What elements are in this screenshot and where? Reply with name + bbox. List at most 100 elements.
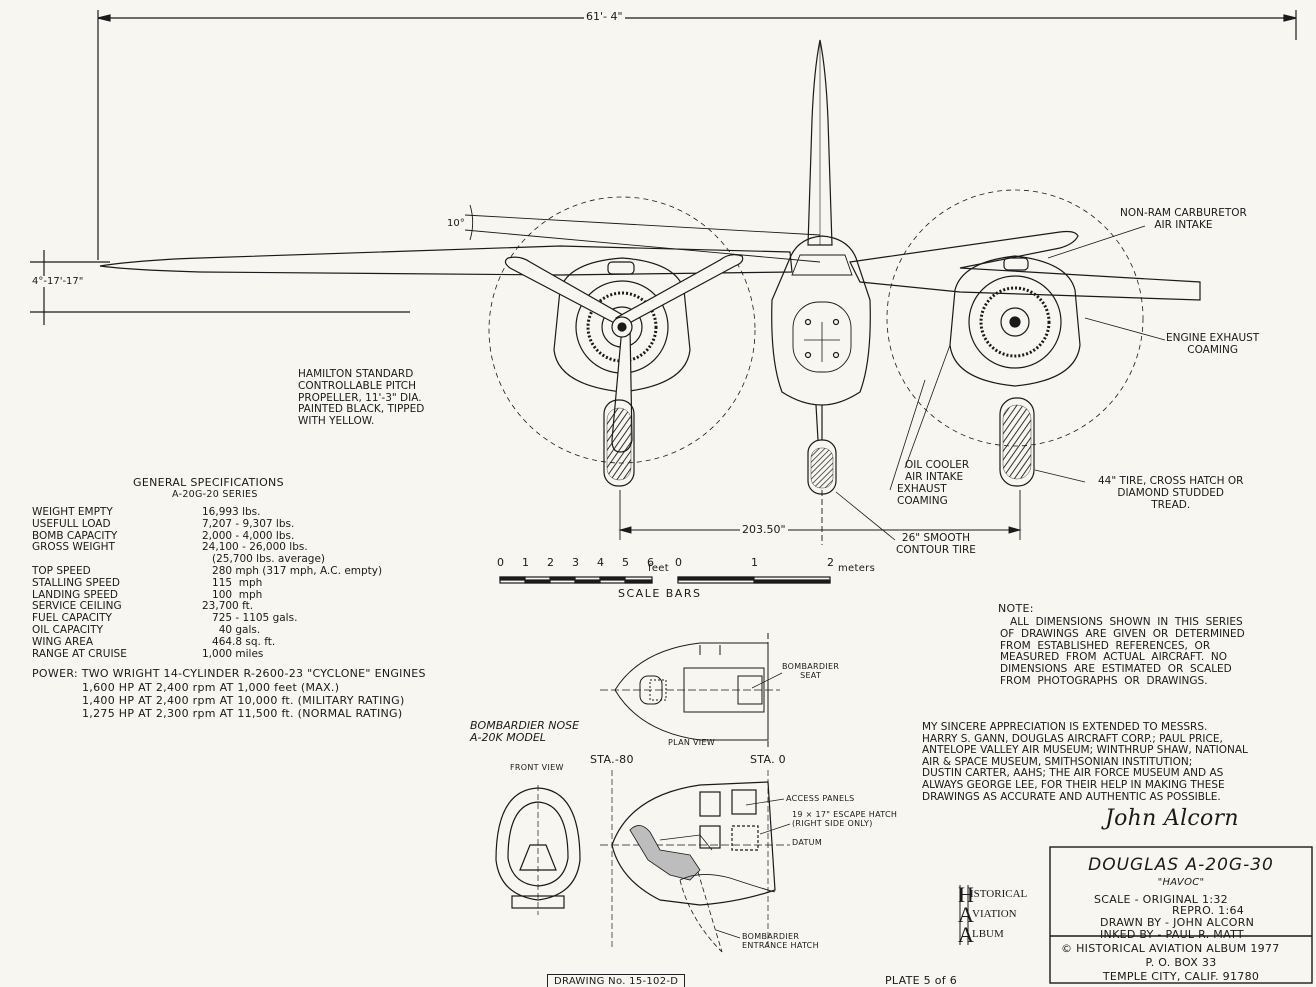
meter-unit-label: meters [838, 563, 876, 574]
spec-value: 16,993 lbs. [202, 506, 261, 518]
inked-by: INKED BY - PAUL R. MATT [1100, 928, 1244, 941]
spec-value: 100 mph [202, 588, 263, 601]
spec-value: (25,700 lbs. average) [202, 553, 325, 566]
access-panels-label: ACCESS PANELS [786, 794, 855, 803]
logo-frame [959, 885, 969, 945]
spec-row: (25,700 lbs. average) [32, 553, 325, 566]
feet-unit-label: feet [648, 563, 669, 574]
spec-label: RANGE AT CRUISE [32, 647, 127, 660]
spec-row: GROSS WEIGHT 24,100 - 26,000 lbs. [32, 542, 308, 554]
logo-line-3: LBUM [972, 928, 1004, 940]
spec-row: TOP SPEED 280 mph (317 mph, A.C. empty) [32, 565, 382, 578]
spec-label: TOP SPEED [32, 565, 91, 577]
fuselage [771, 235, 871, 406]
spec-value: 464.8 sq. ft. [202, 635, 276, 648]
signature: John Alcorn [1105, 806, 1239, 831]
spec-row: WING AREA 464.8 sq. ft. [32, 635, 276, 649]
feet-tick: 0 [497, 556, 505, 569]
logo-initial-a1: A [958, 902, 974, 927]
spec-label: USEFULL LOAD [32, 517, 111, 530]
spec-row: STALLING SPEED 115 mph [32, 576, 263, 590]
propeller-callout: HAMILTON STANDARD CONTROLLABLE PITCH PRO… [298, 368, 425, 428]
spec-value: 7,207 - 9,307 lbs. [202, 517, 295, 530]
escape-hatch-label: 19 × 17" ESCAPE HATCH (RIGHT SIDE ONLY) [792, 810, 898, 828]
nose-gear [807, 404, 837, 495]
spec-value: 2,000 - 4,000 lbs. [202, 529, 295, 542]
exhaust-coaming-right-callout: ENGINE EXHAUST COAMING [1166, 332, 1260, 356]
spec-label: LANDING SPEED [32, 588, 118, 601]
right-wing [849, 230, 1201, 301]
nose-leaders [715, 672, 791, 939]
carb-intake-callout: NON-RAM CARBURETOR AIR INTAKE [1120, 207, 1247, 231]
span-label: 61'- 4" [584, 10, 625, 23]
track-label: 203.50" [740, 523, 788, 536]
meter-tick: 2 [827, 556, 835, 569]
nose-title: BOMBARDIER NOSE A-20K MODEL [470, 719, 580, 744]
tire-26-callout: 26" SMOOTH CONTOUR TIRE [896, 532, 976, 556]
spec-value: 40 gals. [202, 624, 261, 636]
logo-initial-a2: A [958, 922, 974, 947]
left-engine [488, 196, 756, 487]
feet-tick: 1 [522, 556, 530, 569]
logo-line-2: VIATION [972, 908, 1017, 920]
sta-80-label: STA.-80 [590, 753, 634, 766]
logo-initial-h: H [958, 882, 974, 907]
oil-cooler-callout: OIL COOLER AIR INTAKE [905, 459, 970, 483]
meter-tick: 1 [751, 556, 759, 569]
power-line: 1,275 HP AT 2,300 rpm AT 11,500 ft. (NOR… [82, 707, 403, 720]
dihedral-label: 10° [445, 218, 467, 229]
po-box: P. O. BOX 33 [1145, 956, 1217, 969]
note-body: ALL DIMENSIONS SHOWN IN THIS SERIES OF D… [1000, 616, 1245, 687]
tire-44-callout: 44" TIRE, CROSS HATCH OR DIAMOND STUDDED… [1098, 475, 1244, 511]
scale-bars [499, 576, 831, 584]
spec-value: 24,100 - 26,000 lbs. [202, 541, 308, 554]
front-view-label: FRONT VIEW [510, 763, 564, 772]
power-line: 1,400 HP AT 2,400 rpm AT 10,000 ft. (MIL… [82, 694, 405, 707]
spec-value: 23,700 ft. [202, 600, 254, 613]
feet-tick: 4 [597, 556, 605, 569]
leader-lines [835, 225, 1166, 541]
power-line: 1,600 HP AT 2,400 rpm AT 1,000 feet (MAX… [82, 681, 340, 694]
spec-label: FUEL CAPACITY [32, 612, 112, 625]
nose-side-view [600, 770, 790, 953]
logo-line-1: ISTORICAL [970, 888, 1028, 900]
height-label: 4°-17'-17" [30, 276, 86, 287]
spec-value: 115 mph [202, 576, 263, 589]
feet-tick: 6 [647, 556, 655, 569]
spec-label: GROSS WEIGHT [32, 541, 115, 554]
datum-label: DATUM [792, 838, 823, 847]
specs-subtitle: A-20G-20 SERIES [172, 489, 258, 500]
feet-tick: 3 [572, 556, 580, 569]
meter-tick: 0 [675, 556, 683, 569]
feet-tick: 5 [622, 556, 630, 569]
spec-label: STALLING SPEED [32, 576, 120, 589]
spec-row: LANDING SPEED 100 mph [32, 588, 263, 602]
right-engine [886, 189, 1144, 487]
bombardier-seat-label: BOMBARDIER SEAT [782, 662, 840, 680]
power-heading: POWER: TWO WRIGHT 14-CYLINDER R-2600-23 … [32, 667, 426, 680]
feet-tick: 2 [547, 556, 555, 569]
nose-front-view [495, 785, 581, 915]
plate-number: PLATE 5 of 6 [885, 974, 958, 987]
copyright: © HISTORICAL AVIATION ALBUM 1977 [1061, 942, 1280, 955]
city: TEMPLE CITY, CALIF. 91780 [1102, 970, 1260, 983]
left-wing [99, 245, 793, 276]
spec-row: FUEL CAPACITY 725 - 1105 gals. [32, 612, 298, 625]
spec-label: WEIGHT EMPTY [32, 506, 113, 518]
entrance-hatch-label: BOMBARDIER ENTRANCE HATCH [742, 932, 819, 950]
spec-row: WEIGHT EMPTY 16,993 lbs. [32, 506, 261, 519]
plan-view-label: PLAN VIEW [668, 738, 715, 747]
track-dimension [618, 490, 1022, 545]
spec-label: WING AREA [32, 635, 94, 648]
spec-row: OIL CAPACITY 40 gals. [32, 624, 261, 637]
spec-value: 725 - 1105 gals. [202, 612, 298, 625]
note-heading: NOTE: [998, 602, 1034, 615]
sta-0-label: STA. 0 [750, 753, 786, 766]
span-dimension [97, 10, 1297, 260]
scale-original: SCALE - ORIGINAL 1:32 [1094, 893, 1228, 906]
spec-label: SERVICE CEILING [32, 600, 122, 613]
